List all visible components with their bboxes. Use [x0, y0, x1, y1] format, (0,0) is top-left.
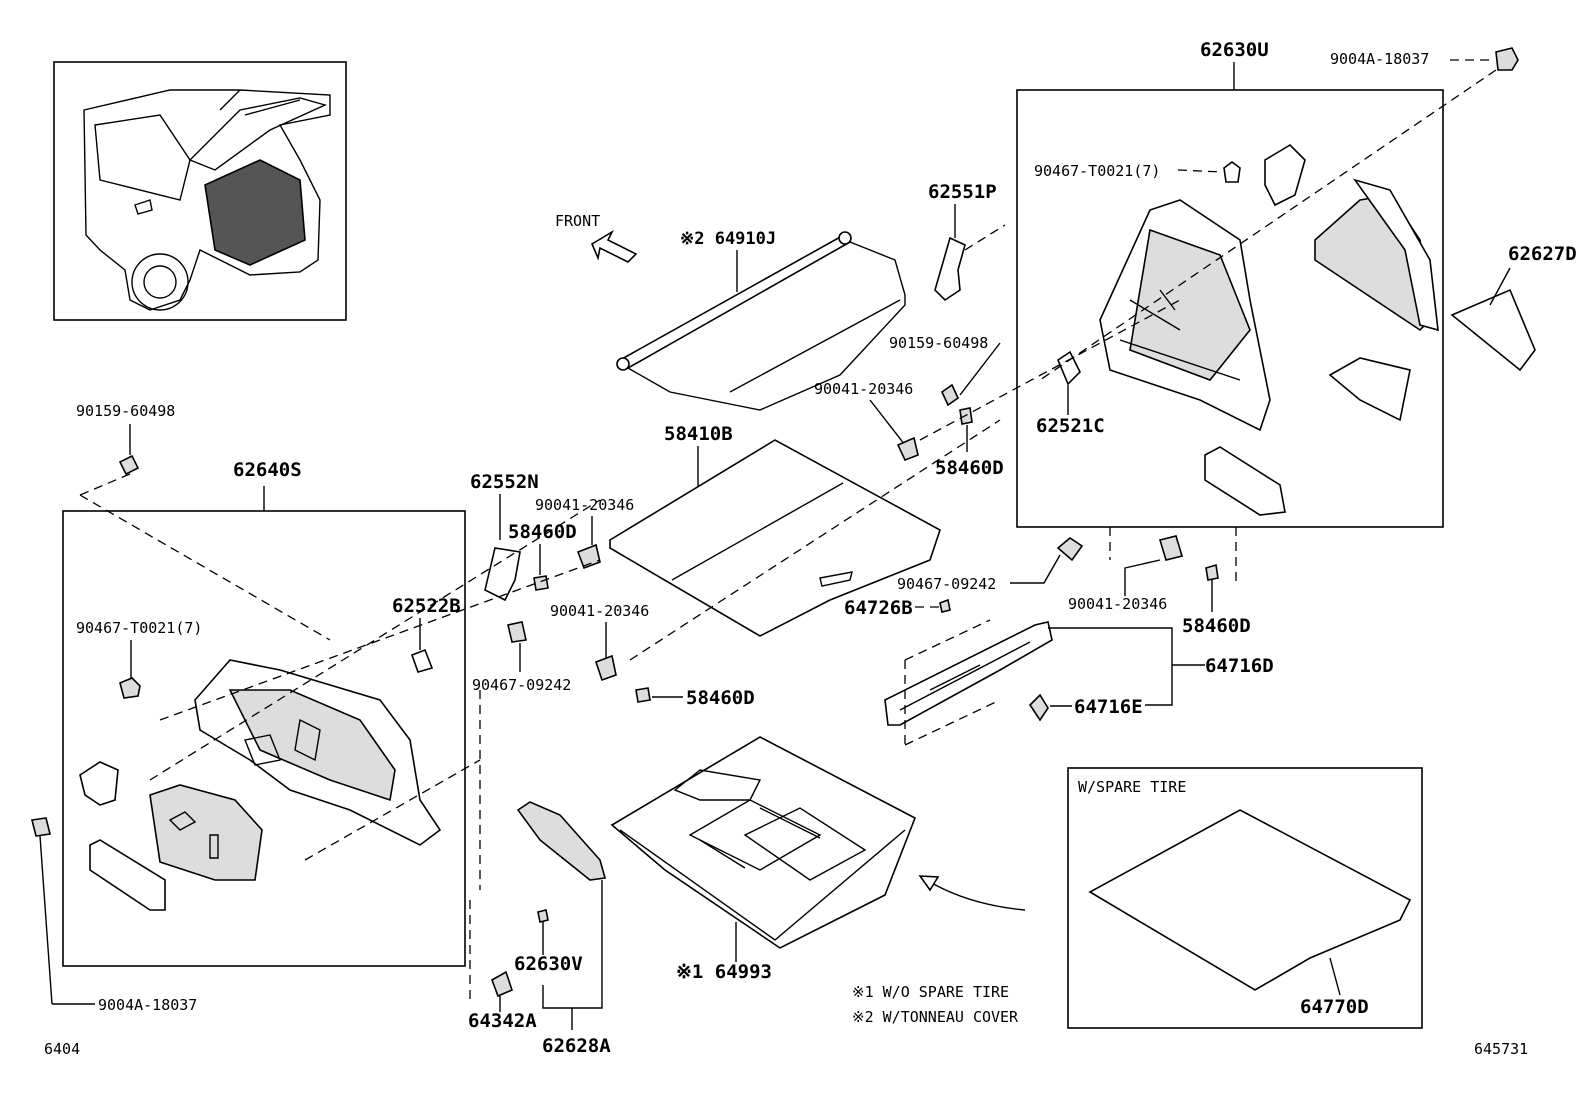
bracket-62551P: [934, 236, 966, 302]
nut-icon: [959, 407, 973, 425]
front-label: FRONT: [555, 212, 600, 230]
part-label-62630V: 62630V: [514, 953, 583, 975]
bolt-icon: [896, 436, 919, 462]
part-label-90041-mid: 90041-20346: [814, 380, 913, 398]
front-indicator: FRONT: [555, 212, 638, 263]
pushclip-icon: [507, 621, 527, 643]
deck-tray-64993: [610, 736, 917, 962]
part-label-90041-right: 90041-20346: [1068, 595, 1167, 613]
part-label-64993: ※1 64993: [676, 961, 772, 983]
part-label-58460D-mid: 58460D: [935, 457, 1004, 479]
part-label-62522B: 62522B: [392, 595, 461, 617]
part-label-62628A: 62628A: [542, 1035, 611, 1057]
part-label-62627D: 62627D: [1508, 243, 1577, 265]
part-label-90467-T0021-top: 90467-T0021(7): [1034, 162, 1160, 180]
part-label-90041-low: 90041-20346: [550, 602, 649, 620]
part-label-58460D-low: 58460D: [686, 687, 755, 709]
part-label-90159-left: 90159-60498: [76, 402, 175, 420]
right-trim-group-62630U: 62630U: [1016, 39, 1536, 528]
diagram-code-right: 645731: [1474, 1040, 1528, 1058]
part-label-62521C: 62521C: [1036, 415, 1105, 437]
part-label-62551P: 62551P: [928, 181, 997, 203]
clip-icon: [1495, 47, 1519, 71]
clip-icon: [1028, 693, 1049, 722]
clip-icon: [537, 909, 549, 923]
screw-icon: [940, 383, 960, 407]
part-label-9004A-bottom: 9004A-18037: [98, 996, 197, 1014]
part-label-58410B: 58410B: [664, 423, 733, 445]
bolt-icon: [576, 543, 601, 570]
part-label-64770D: 64770D: [1300, 996, 1369, 1018]
bolt-icon: [1158, 535, 1184, 561]
nut-icon: [635, 687, 651, 703]
clip-62522B: [410, 648, 434, 673]
part-label-90041-left: 90041-20346: [535, 496, 634, 514]
part-label-62552N: 62552N: [470, 471, 539, 493]
part-label-90467-T0021-left: 90467-T0021(7): [76, 619, 202, 637]
part-label-64716D: 64716D: [1205, 655, 1274, 677]
deck-board-58410B: [609, 439, 941, 637]
spare-tire-inset-title: W/SPARE TIRE: [1078, 778, 1186, 796]
footnote-2: ※2 W/TONNEAU COVER: [852, 1008, 1019, 1026]
part-label-90467-09242-left: 90467-09242: [472, 676, 571, 694]
footnote-1: ※1 W/O SPARE TIRE: [852, 983, 1009, 1001]
screw-icon: [491, 970, 513, 998]
pocket-62628A: [516, 801, 607, 881]
vehicle-inset: [53, 61, 347, 321]
part-label-64910J: ※2 64910J: [680, 229, 776, 249]
part-label-9004A-top: 9004A-18037: [1330, 50, 1429, 68]
part-label-90159-right: 90159-60498: [889, 334, 988, 352]
part-label-62640S: 62640S: [233, 459, 302, 481]
diagram-code-left: 6404: [44, 1040, 80, 1058]
nut-icon: [533, 575, 549, 591]
pointer-arrow-head-icon: [918, 875, 940, 892]
clip-icon: [939, 598, 951, 613]
part-label-64716E: 64716E: [1074, 696, 1143, 718]
part-label-90467-09242-right: 90467-09242: [897, 575, 996, 593]
part-label-58460D-right: 58460D: [1182, 615, 1251, 637]
spare-tire-inset: W/SPARE TIRE 64770D: [1067, 767, 1423, 1029]
scuff-plate-64716D: [884, 621, 1053, 726]
pointer-arrow-line: [929, 881, 1026, 911]
bracket-62552N: [484, 547, 521, 602]
bolt-icon: [594, 654, 617, 682]
part-label-64342A: 64342A: [468, 1010, 537, 1032]
part-label-58460D-left: 58460D: [508, 521, 577, 543]
front-arrow-icon: [590, 229, 638, 263]
screw-icon: [118, 454, 140, 476]
part-label-64726B: 64726B: [844, 597, 913, 619]
part-label-62630U: 62630U: [1200, 39, 1269, 61]
nut-icon: [1205, 563, 1219, 581]
pushclip-icon: [1056, 537, 1084, 562]
tonneau-cover-64910J: [616, 231, 906, 411]
clip-icon: [31, 817, 51, 837]
left-trim-group-62640S: 62640S: [62, 459, 466, 967]
